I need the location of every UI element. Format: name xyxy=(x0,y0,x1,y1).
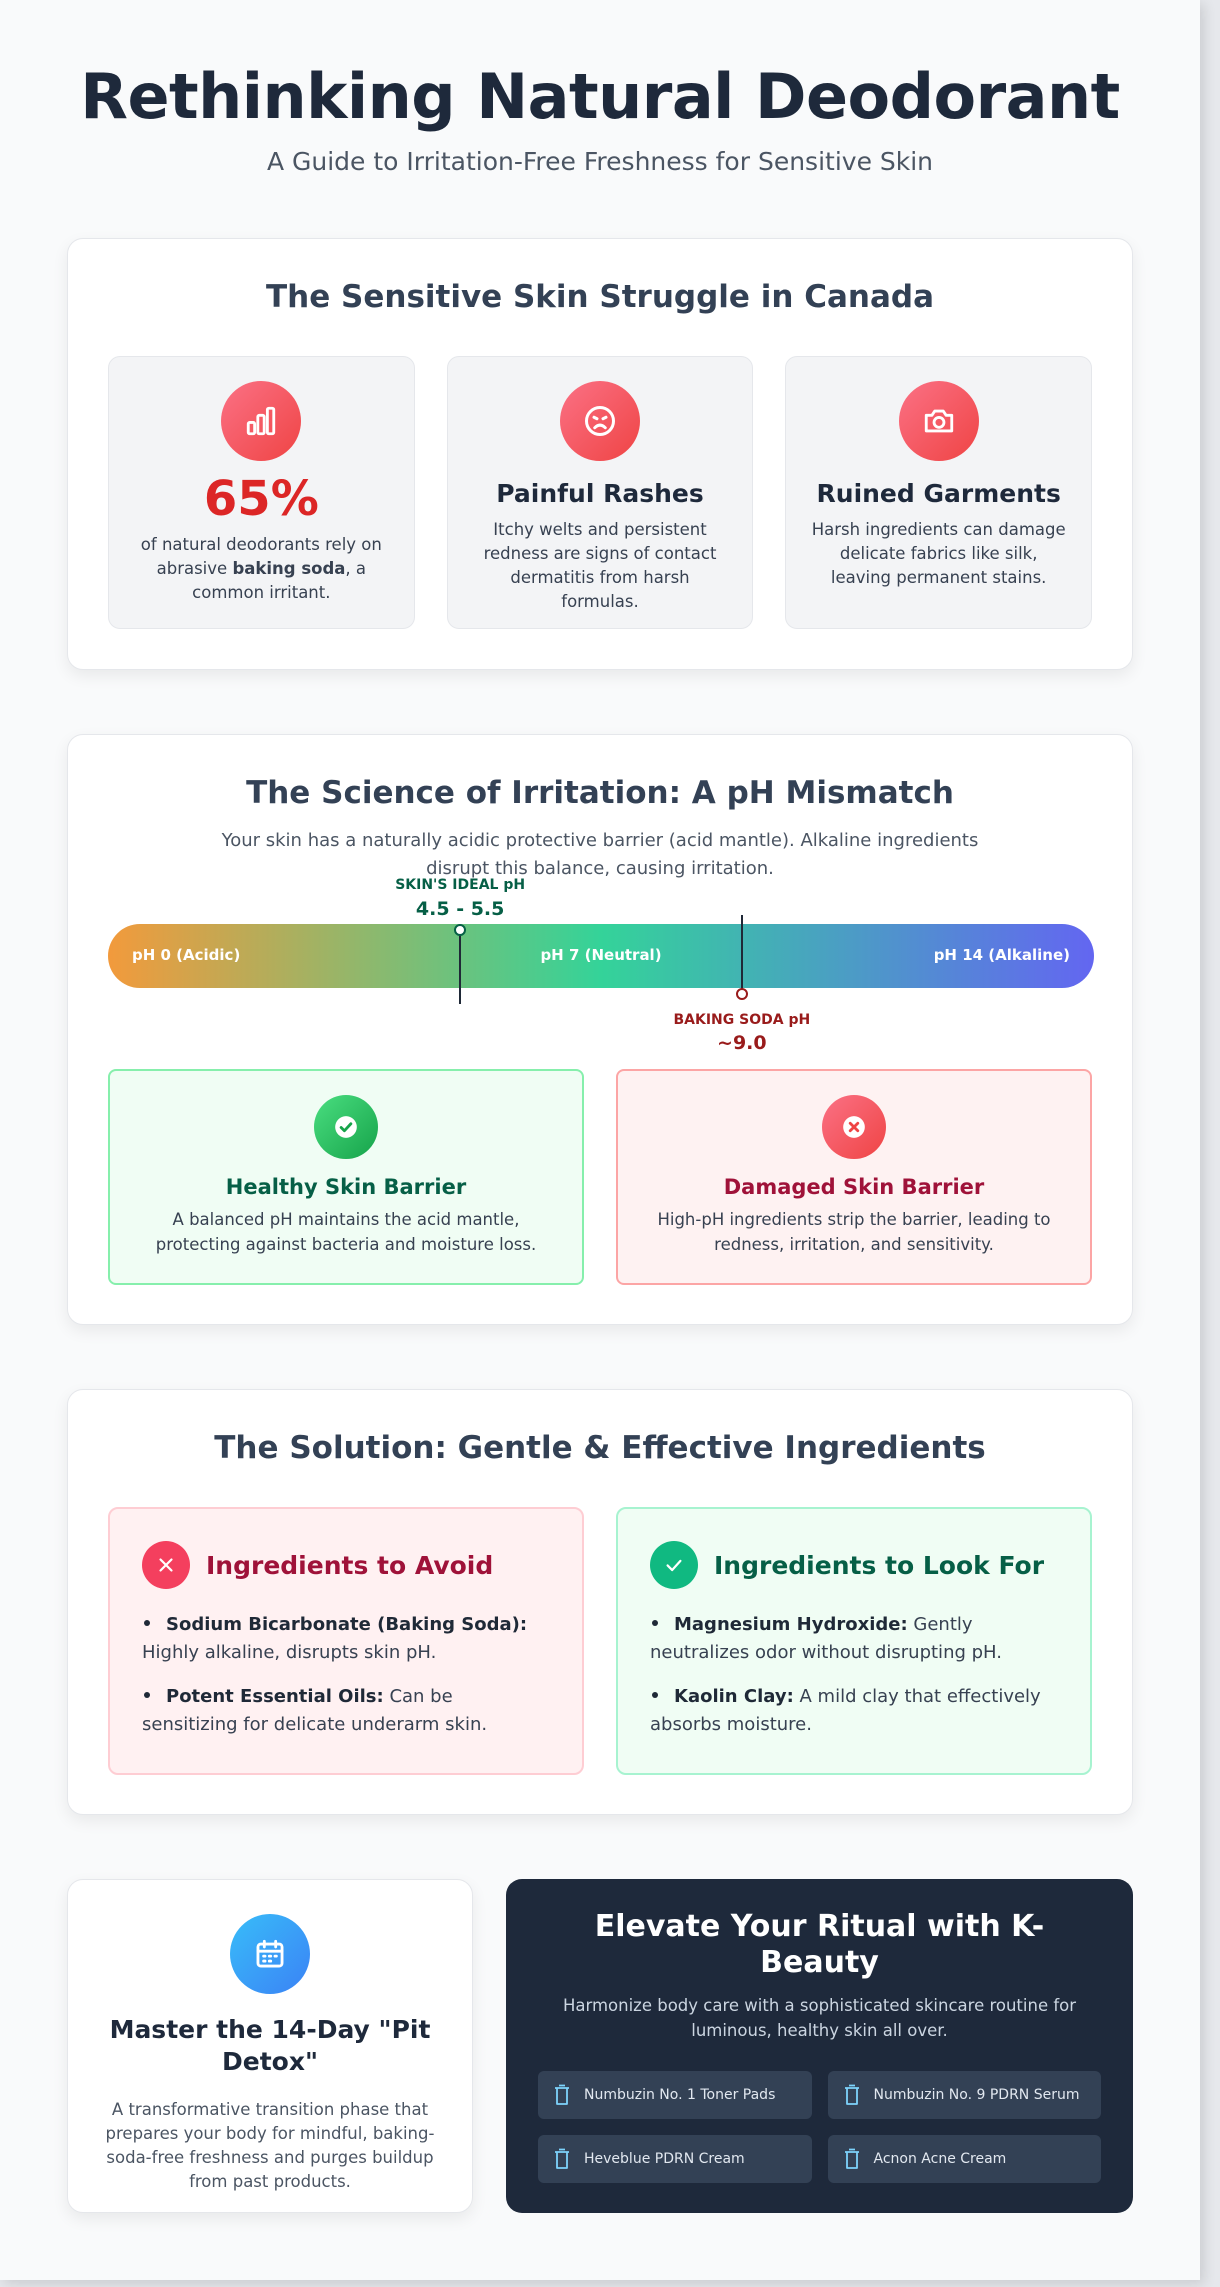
product-item-acne-cream[interactable]: Acnon Acne Cream xyxy=(827,2135,1101,2183)
frown-face-icon xyxy=(560,381,640,461)
detox-title: Master the 14-Day "Pit Detox" xyxy=(109,2015,431,2076)
bottle-icon xyxy=(555,2084,569,2105)
barrier-grid: Healthy Skin Barrier A balanced pH maint… xyxy=(108,1069,1092,1285)
soda-ph-marker-line xyxy=(740,915,743,994)
damaged-barrier-card: Damaged Skin Barrier High-pH ingredients… xyxy=(616,1069,1092,1285)
page-subtitle: A Guide to Irritation-Free Freshness for… xyxy=(266,147,934,176)
product-name: Numbuzin No. 1 Toner Pads xyxy=(584,2087,776,2103)
list-item: Kaolin Clay: A mild clay that effectivel… xyxy=(650,1686,1041,1735)
science-title: The Science of Irritation: A pH Mismatch xyxy=(246,775,954,811)
avoid-title: Ingredients to Avoid xyxy=(206,1550,494,1580)
product-item-toner-pads[interactable]: Numbuzin No. 1 Toner Pads xyxy=(538,2071,812,2119)
science-section: The Science of Irritation: A pH Mismatch… xyxy=(67,734,1133,1325)
look-for-list: Magnesium Hydroxide: Gently neutralizes … xyxy=(650,1611,1058,1739)
detox-card: Master the 14-Day "Pit Detox" A transfor… xyxy=(67,1879,473,2213)
product-name: Heveblue PDRN Cream xyxy=(584,2151,745,2167)
rashes-title: Painful Rashes xyxy=(496,479,704,508)
healthy-barrier-description: A balanced pH maintains the acid mantle,… xyxy=(155,1210,537,1254)
stat-number: 65% xyxy=(203,471,319,527)
bar-chart-icon xyxy=(221,381,302,461)
ritual-description: Harmonize body care with a sophisticated… xyxy=(562,1996,1077,2040)
science-intro: Your skin has a naturally acidic protect… xyxy=(221,830,979,879)
k-beauty-ritual-card: Elevate Your Ritual with K-Beauty Harmon… xyxy=(506,1879,1133,2213)
product-item-pdrn-serum[interactable]: Numbuzin No. 9 PDRN Serum xyxy=(827,2071,1101,2119)
struggle-title: The Sensitive Skin Struggle in Canada xyxy=(265,279,934,315)
rashes-card: Painful Rashes Itchy welts and persisten… xyxy=(446,356,754,629)
struggle-section: The Sensitive Skin Struggle in Canada 65… xyxy=(67,238,1133,670)
calendar-icon xyxy=(230,1914,310,1994)
bottle-icon xyxy=(555,2148,569,2169)
page-title: Rethinking Natural Deodorant xyxy=(80,60,1120,133)
avoid-header: Ingredients to Avoid xyxy=(142,1541,550,1589)
skin-ph-marker-dot xyxy=(454,924,467,936)
skin-ph-value: 4.5 - 5.5 xyxy=(415,898,505,920)
damaged-barrier-title: Damaged Skin Barrier xyxy=(723,1175,985,1199)
product-name: Numbuzin No. 9 PDRN Serum xyxy=(873,2087,1080,2103)
garments-description: Harsh ingredients can damage delicate fa… xyxy=(811,520,1066,587)
ph-scale-bar: pH 0 (Acidic) pH 7 (Neutral) pH 14 (Alka… xyxy=(108,924,1094,988)
skin-ph-marker-line xyxy=(459,930,462,1004)
stat-description: of natural deodorants rely on abrasive b… xyxy=(140,535,382,602)
ingredient-grid: Ingredients to Avoid Sodium Bicarbonate … xyxy=(108,1507,1092,1775)
look-for-header: Ingredients to Look For xyxy=(650,1541,1058,1589)
garments-card: Ruined Garments Harsh ingredients can da… xyxy=(785,356,1093,629)
solution-title: The Solution: Gentle & Effective Ingredi… xyxy=(214,1430,986,1466)
stat-card-baking-soda: 65% of natural deodorants rely on abrasi… xyxy=(108,356,415,629)
list-item: Sodium Bicarbonate (Baking Soda): Highly… xyxy=(142,1614,528,1663)
skin-ph-caption: SKIN'S IDEAL pH xyxy=(395,877,526,893)
ritual-title: Elevate Your Ritual with K-Beauty xyxy=(594,1909,1045,1980)
avoid-list: Sodium Bicarbonate (Baking Soda): Highly… xyxy=(142,1611,550,1739)
product-item-pdrn-cream[interactable]: Heveblue PDRN Cream xyxy=(538,2135,812,2183)
rashes-description: Itchy welts and persistent redness are s… xyxy=(483,520,717,611)
list-item: Magnesium Hydroxide: Gently neutralizes … xyxy=(650,1614,1002,1663)
damaged-barrier-description: High-pH ingredients strip the barrier, l… xyxy=(657,1210,1051,1254)
list-item: Potent Essential Oils: Can be sensitizin… xyxy=(142,1686,488,1735)
look-for-ingredients-card: Ingredients to Look For Magnesium Hydrox… xyxy=(616,1507,1092,1775)
ph-label-acidic: pH 0 (Acidic) xyxy=(132,946,241,964)
bottle-icon xyxy=(844,2148,859,2169)
struggle-grid: 65% of natural deodorants rely on abrasi… xyxy=(108,356,1093,629)
solution-section: The Solution: Gentle & Effective Ingredi… xyxy=(67,1389,1133,1815)
garments-title: Ruined Garments xyxy=(816,479,1061,508)
page-header: Rethinking Natural Deodorant A Guide to … xyxy=(0,0,1200,176)
x-icon xyxy=(142,1541,190,1589)
healthy-barrier-title: Healthy Skin Barrier xyxy=(225,1175,467,1199)
product-name: Acnon Acne Cream xyxy=(873,2151,1007,2167)
soda-ph-value: ~9.0 xyxy=(717,1032,767,1054)
check-circle-icon xyxy=(314,1095,378,1159)
ph-label-neutral: pH 7 (Neutral) xyxy=(540,946,662,964)
look-for-title: Ingredients to Look For xyxy=(714,1550,1045,1580)
detox-description: A transformative transition phase that p… xyxy=(105,2100,435,2191)
check-icon xyxy=(650,1541,698,1589)
bottle-icon xyxy=(844,2084,859,2105)
soda-ph-marker-dot xyxy=(735,988,748,1000)
camera-icon xyxy=(898,381,979,461)
product-grid: Numbuzin No. 1 Toner Pads Numbuzin No. 9… xyxy=(538,2071,1101,2183)
soda-ph-caption: BAKING SODA pH xyxy=(673,1012,811,1028)
healthy-barrier-card: Healthy Skin Barrier A balanced pH maint… xyxy=(108,1069,584,1285)
ph-label-alkaline: pH 14 (Alkaline) xyxy=(933,946,1070,964)
x-circle-icon xyxy=(822,1095,886,1159)
avoid-ingredients-card: Ingredients to Avoid Sodium Bicarbonate … xyxy=(108,1507,584,1775)
